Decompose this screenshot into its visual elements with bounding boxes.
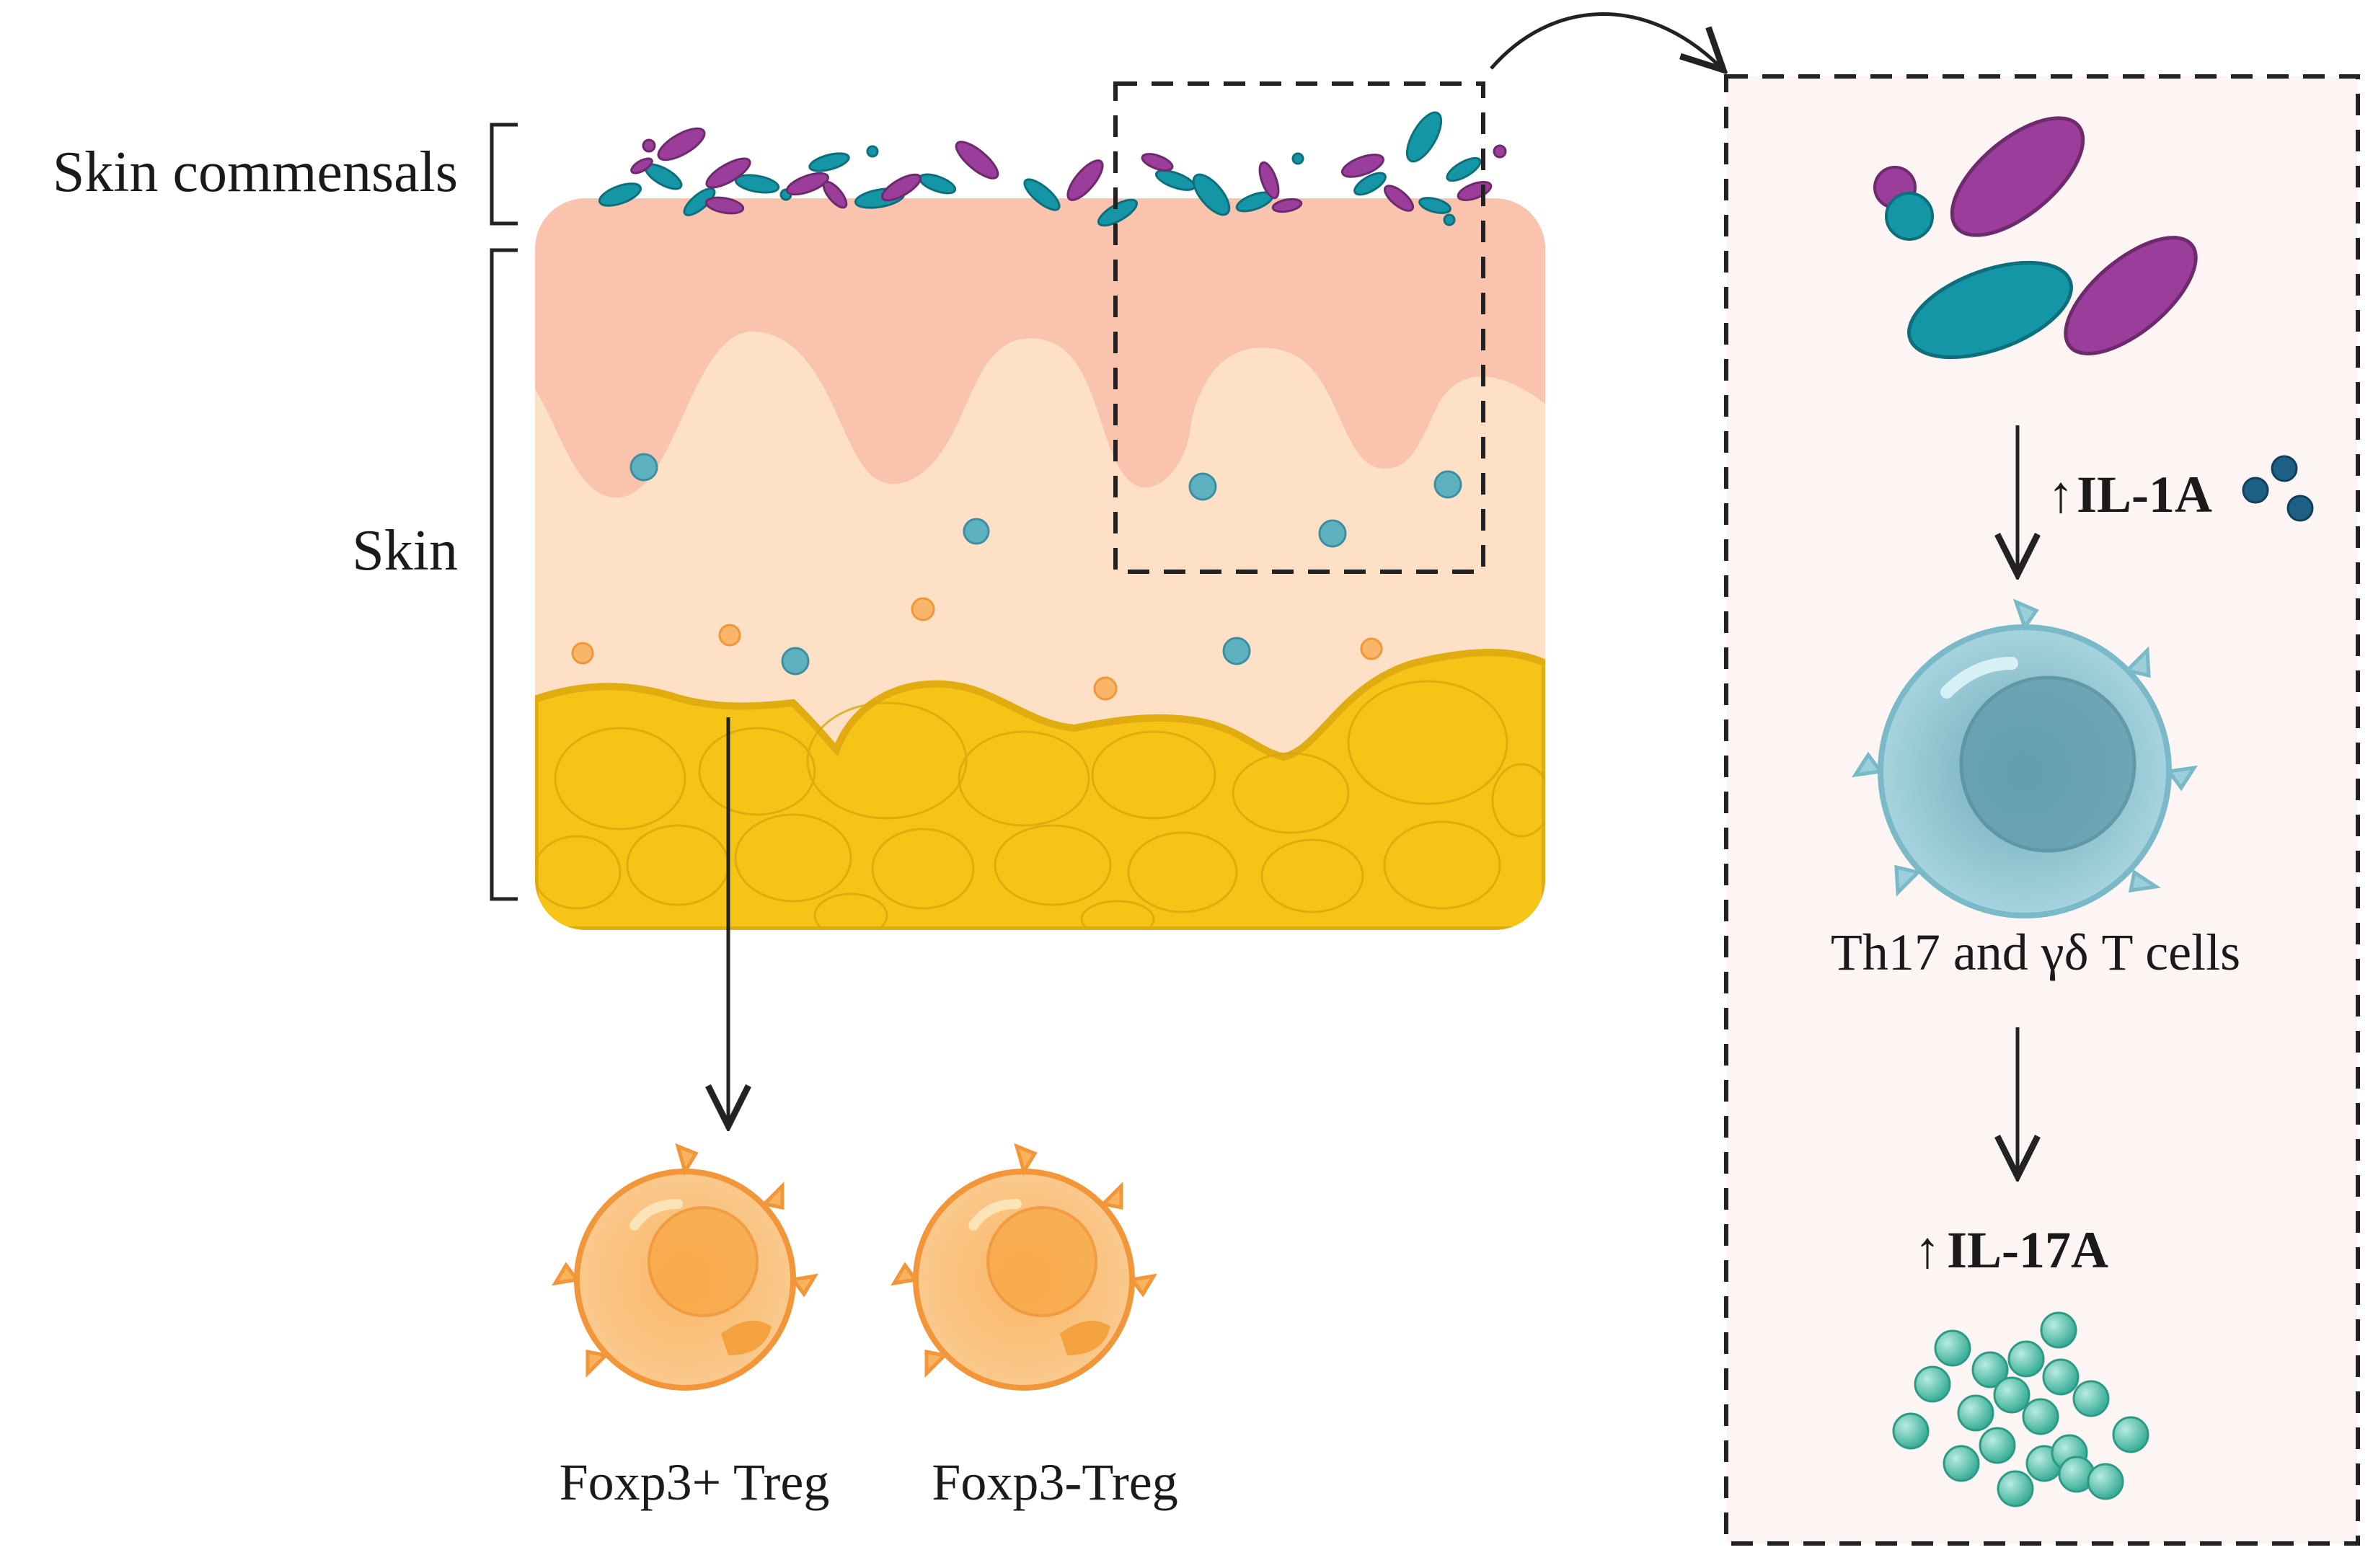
skin-bracket [490, 248, 518, 901]
label-t-cells: Th17 and γδ T cells [1831, 923, 2240, 981]
cytokine-icon [2087, 1463, 2124, 1500]
bacteria-icon [1291, 152, 1304, 165]
epidermis-layer [535, 198, 1545, 498]
cytokine-icon [2242, 477, 2269, 504]
label-foxp3-pos-treg: Foxp3+ Treg [560, 1453, 830, 1511]
enlarged-bacteria [1873, 116, 2198, 360]
label-foxp3-neg-treg: Foxp3-Treg [932, 1453, 1177, 1511]
dermal-orange-cells [571, 597, 1383, 701]
cytokine-icon [1971, 1351, 2009, 1388]
cytokine-icon [2072, 1380, 2110, 1417]
foxp3-neg-treg-cell [891, 1143, 1157, 1391]
bacteria-icon [1353, 172, 1387, 196]
bacteria-icon [808, 152, 850, 172]
immune-cell-icon [1318, 519, 1347, 548]
il17a-cytokines [1892, 1311, 2149, 1507]
bacteria-icon [1885, 192, 1934, 241]
cytokine-icon [2042, 1358, 2080, 1396]
cytokine-icon [2112, 1416, 2149, 1453]
cytokine-icon [2271, 455, 2298, 482]
bacteria-icon [1907, 260, 2073, 360]
foxp3-pos-treg-cell [552, 1143, 818, 1391]
immune-cell-icon [781, 647, 810, 676]
cytokine-icon [2022, 1398, 2059, 1435]
bacteria-icon [657, 127, 706, 161]
bacteria-icon [1271, 198, 1303, 213]
skin-block [535, 198, 1545, 930]
skin-commensals [598, 111, 1507, 227]
bacteria-icon [880, 173, 922, 202]
il17a-up-arrow: ↑ [1914, 1221, 1940, 1279]
cytokine-icon [1943, 1445, 1980, 1482]
immune-cell-icon [1360, 637, 1383, 660]
immune-cell-icon [1433, 470, 1462, 499]
commensals-bracket [490, 123, 518, 226]
cytokine-icon [1934, 1329, 1971, 1367]
bacteria-icon [598, 182, 642, 207]
immune-cell-icon [1188, 472, 1217, 501]
cytokine-icon [1993, 1376, 2030, 1414]
bacteria-icon [1023, 178, 1061, 211]
bacteria-icon [683, 187, 716, 216]
bacteria-icon [2064, 236, 2198, 355]
immune-cell-icon [571, 642, 594, 665]
bacteria-icon [642, 138, 656, 153]
bacteria-icon [1384, 185, 1414, 212]
bacteria-icon [1066, 159, 1104, 201]
label-il17a: IL-17A [1947, 1221, 2108, 1279]
il1a-cytokines [2242, 455, 2314, 522]
bacteria-icon [786, 172, 829, 196]
cytokine-icon [2007, 1340, 2045, 1378]
bacteria-icon [1443, 213, 1456, 226]
immune-cell-icon [1222, 637, 1251, 665]
bacteria-icon [866, 145, 879, 158]
cytokine-icon [2286, 495, 2314, 522]
immune-cell-icon [1093, 676, 1118, 701]
bacteria-icon [1493, 144, 1507, 159]
cytokine-icon [2040, 1311, 2077, 1349]
bacteria-icon [1258, 161, 1280, 200]
cytokine-icon [1957, 1394, 1994, 1432]
immune-cell-icon [629, 453, 658, 482]
bacteria-icon [1141, 153, 1174, 172]
cytokine-icon [1979, 1427, 2016, 1464]
fat-layer [535, 649, 1545, 930]
bacteria-icon [630, 157, 653, 174]
dermal-teal-cells [629, 453, 1462, 676]
label-skin-commensals: Skin commensals [53, 141, 458, 204]
t-cell [1851, 598, 2199, 918]
bacteria-icon [822, 180, 848, 209]
bacteria-icon [955, 141, 999, 180]
bacteria-icon [918, 173, 957, 195]
bacteria-icon [705, 157, 751, 189]
bacteria-icon [1418, 197, 1451, 214]
immune-cell-icon [963, 518, 990, 545]
cytokine-icon [1892, 1412, 1930, 1450]
bacteria-icon [1950, 116, 2085, 237]
fat-cells [535, 680, 1545, 930]
zoom-box [1113, 81, 1485, 574]
il1a-up-arrow: ↑ [2048, 466, 2074, 523]
bacteria-icon [704, 196, 745, 215]
label-skin: Skin [352, 519, 458, 583]
label-il1a: IL-1A [2077, 466, 2212, 523]
immune-cell-icon [718, 624, 741, 647]
cytokine-icon [1914, 1365, 1951, 1403]
cytokine-icon [1997, 1470, 2034, 1507]
bacteria-icon [1192, 173, 1231, 216]
zoom-connector-arrow [1490, 12, 1720, 68]
bacteria-icon [1446, 156, 1482, 182]
bacteria-icon [1341, 154, 1384, 178]
immune-cell-icon [911, 597, 935, 621]
bacteria-icon [1405, 111, 1443, 163]
bacteria-icon [734, 174, 780, 194]
